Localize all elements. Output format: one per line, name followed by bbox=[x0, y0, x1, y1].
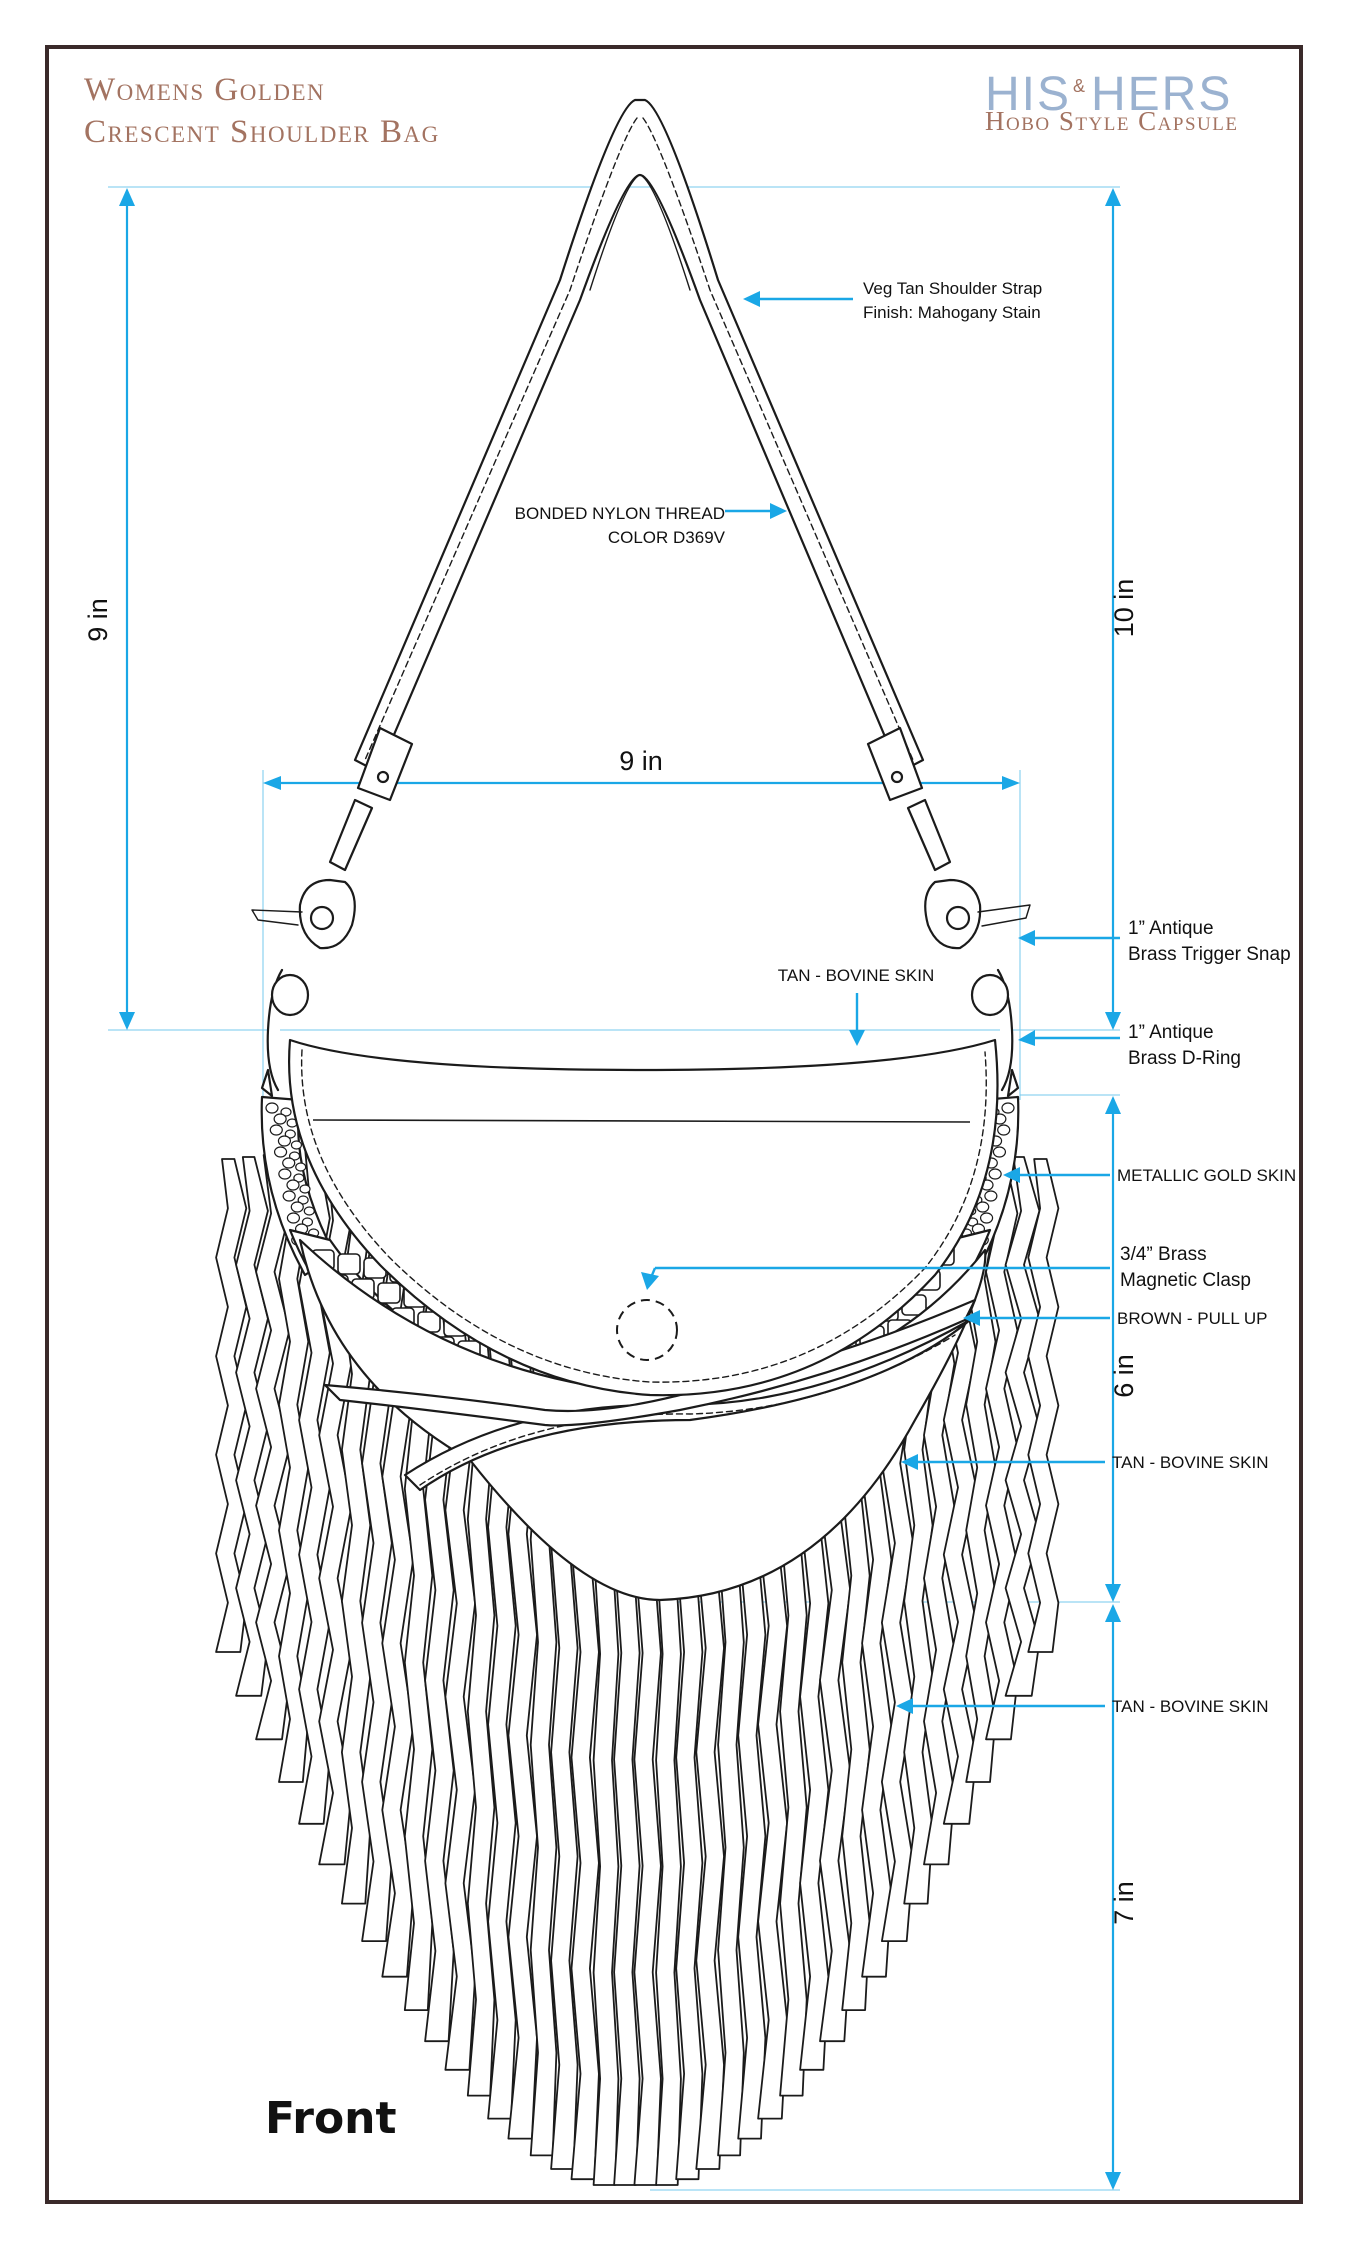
gold-scale bbox=[979, 1212, 994, 1224]
gold-scale bbox=[284, 1129, 296, 1139]
trigger-snap-left bbox=[251, 798, 374, 950]
dim-body-height-arrow-bottom bbox=[1105, 1584, 1121, 1602]
dim-width-arrow-right bbox=[1002, 776, 1020, 790]
callout-clasp-line1: 3/4” Brass bbox=[1120, 1244, 1207, 1265]
title-block: Womens Golden Crescent Shoulder Bag bbox=[84, 72, 440, 150]
gold-scale bbox=[293, 1173, 305, 1183]
gold-scale bbox=[288, 1151, 301, 1161]
callout-gold-trim: METALLIC GOLD SKIN bbox=[1117, 1166, 1296, 1185]
gold-scale bbox=[984, 1190, 998, 1202]
gold-scale bbox=[301, 1217, 314, 1227]
callout-strap-line1: Veg Tan Shoulder Strap bbox=[863, 279, 1042, 298]
gold-scale bbox=[282, 1157, 296, 1169]
shoulder-strap bbox=[353, 98, 925, 802]
gold-scale bbox=[273, 1146, 288, 1158]
callout-croc-panel: BROWN - PULL UP bbox=[1117, 1309, 1268, 1328]
fringe-strand bbox=[1027, 1158, 1060, 1653]
callouts: Veg Tan Shoulder Strap Finish: Mahogany … bbox=[515, 279, 1297, 1716]
d-ring-left bbox=[260, 968, 310, 1098]
d-ring-right bbox=[970, 968, 1020, 1098]
gold-scale bbox=[290, 1140, 303, 1150]
brand-ampersand: & bbox=[1073, 76, 1085, 96]
gold-scale bbox=[273, 1113, 287, 1125]
dim-strap-drop-arrow-top bbox=[119, 188, 135, 206]
gold-scale bbox=[1001, 1102, 1015, 1114]
title-line-1: Womens Golden bbox=[84, 72, 325, 108]
gold-scale bbox=[297, 1195, 309, 1205]
brand-subtitle: Hobo Style Capsule bbox=[985, 106, 1238, 136]
brand-logo: HIS & HERS Hobo Style Capsule bbox=[985, 68, 1238, 136]
title-line-2: Crescent Shoulder Bag bbox=[84, 114, 440, 150]
dim-fringe-length-label: 7 in bbox=[1109, 1881, 1139, 1925]
magnetic-clasp bbox=[616, 1299, 678, 1361]
gold-scale bbox=[997, 1124, 1011, 1136]
croc-scale bbox=[337, 1253, 361, 1275]
brand-hers: HERS bbox=[1091, 68, 1232, 121]
gold-scale bbox=[277, 1135, 292, 1147]
callout-lower-panel: TAN - BOVINE SKIN bbox=[1112, 1453, 1269, 1472]
callout-fringe: TAN - BOVINE SKIN bbox=[1112, 1697, 1269, 1716]
dim-total-height-arrow-bottom bbox=[1105, 1012, 1121, 1030]
dim-total-height-arrow-top bbox=[1105, 188, 1121, 206]
bag-illustration bbox=[215, 98, 1060, 2186]
body-band bbox=[323, 1298, 977, 1427]
dim-width-label: 9 in bbox=[619, 746, 663, 776]
gold-scale bbox=[286, 1212, 301, 1224]
gold-scale bbox=[295, 1162, 307, 1172]
trigger-snap-right bbox=[906, 798, 1031, 950]
callout-d-ring-line2: Brass D-Ring bbox=[1128, 1048, 1241, 1069]
dim-width-arrow-left bbox=[263, 776, 281, 790]
gold-scale bbox=[988, 1168, 1002, 1180]
gold-scale bbox=[282, 1190, 296, 1202]
dim-fringe-length-arrow-bottom bbox=[1105, 2172, 1121, 2190]
body-front-flap bbox=[288, 1038, 999, 1397]
top-opening-line bbox=[312, 1119, 971, 1123]
gold-scale bbox=[992, 1146, 1007, 1158]
gold-scale bbox=[303, 1206, 315, 1216]
gold-scale bbox=[269, 1124, 283, 1136]
dim-strap-drop-arrow-bottom bbox=[119, 1012, 135, 1030]
dim-body-height-arrow-top bbox=[1105, 1096, 1121, 1114]
gold-scale bbox=[290, 1201, 304, 1213]
callout-thread-line1: BONDED NYLON THREAD bbox=[515, 504, 725, 523]
callout-d-ring-line1: 1” Antique bbox=[1128, 1022, 1214, 1043]
gold-scale bbox=[265, 1102, 279, 1114]
gold-scale bbox=[299, 1184, 311, 1194]
dim-body-height-label: 6 in bbox=[1109, 1354, 1139, 1398]
callout-thread-line2: COLOR D369V bbox=[608, 528, 726, 547]
gold-scale bbox=[976, 1201, 990, 1213]
croc-scale bbox=[377, 1282, 401, 1304]
fringe-strand bbox=[298, 1150, 331, 1825]
view-label: Front bbox=[265, 2093, 397, 2144]
callout-trigger-snap-line2: Brass Trigger Snap bbox=[1128, 944, 1291, 965]
dim-total-height-label: 10 in bbox=[1109, 579, 1139, 638]
gold-scale bbox=[286, 1179, 300, 1191]
sheet-frame bbox=[45, 45, 1303, 2204]
dim-fringe-length-arrow-top bbox=[1105, 1604, 1121, 1622]
gold-scale bbox=[278, 1168, 292, 1180]
dim-strap-drop-label: 9 in bbox=[83, 598, 113, 642]
callout-top-panel: TAN - BOVINE SKIN bbox=[778, 966, 935, 985]
callout-strap-line2: Finish: Mahogany Stain bbox=[863, 303, 1041, 322]
gold-scale bbox=[280, 1107, 292, 1117]
callout-trigger-snap-line1: 1” Antique bbox=[1128, 918, 1214, 939]
brand-his: HIS bbox=[985, 68, 1071, 121]
fringe-strand bbox=[278, 1152, 310, 1783]
callout-clasp-line2: Magnetic Clasp bbox=[1120, 1270, 1251, 1291]
